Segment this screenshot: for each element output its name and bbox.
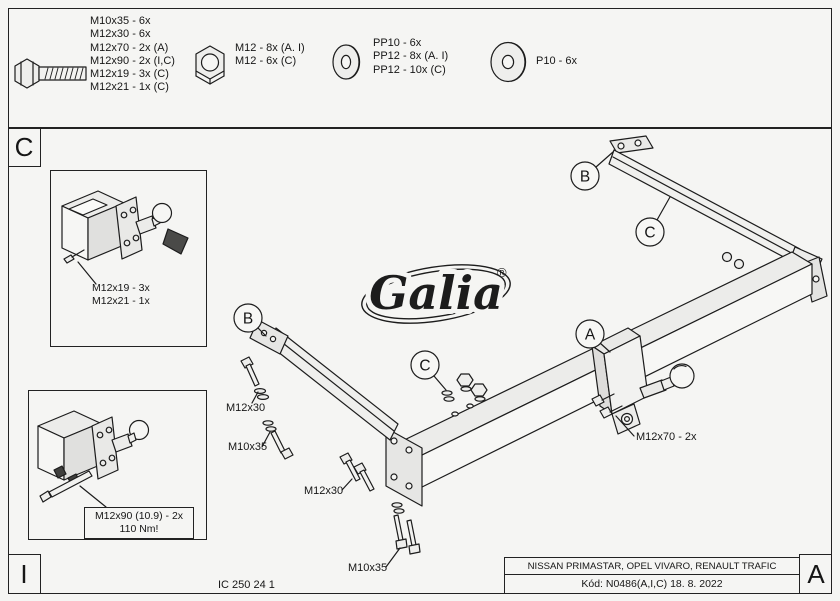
callout-b-left: B — [243, 311, 253, 328]
torque-label-line: M12x90 (10.9) - 2x — [94, 510, 184, 522]
drawing-number: IC 250 24 1 — [218, 579, 275, 591]
nut-icon — [195, 45, 225, 85]
left-end-plate — [385, 427, 423, 507]
torque-label-box: M12x90 (10.9) - 2x 110 Nm! — [84, 507, 194, 539]
washer-spec-line: PP10 - 6x — [373, 37, 422, 49]
detail-i-drawing — [37, 410, 150, 508]
section-letter-c: C — [14, 132, 34, 162]
bolt-specs: M10x35 - 6x M12x30 - 6x M12x70 - 2x (A) … — [90, 15, 175, 95]
bolt-spec-line: M10x35 - 6x — [90, 15, 151, 27]
callout-circles — [233, 151, 671, 391]
bolt-spec-line: M12x30 - 6x — [90, 28, 151, 41]
title-block: NISSAN PRIMASTAR, OPEL VIVARO, RENAULT T… — [504, 557, 799, 594]
section-label-a-box: A — [799, 554, 832, 594]
nut-spec-line: M12 - 6x (C) — [235, 55, 297, 68]
part-label-m12x70-right: M12x70 - 2x — [636, 431, 697, 443]
fastener-stack-left-2 — [262, 420, 294, 460]
nut-spec-line: M12 - 8x (A. I) — [235, 42, 305, 54]
torque-label-line: 110 Nm! — [119, 523, 159, 535]
vehicle-title: NISSAN PRIMASTAR, OPEL VIVARO, RENAULT T… — [505, 558, 799, 575]
fastener-stack-bottom-1 — [339, 452, 375, 492]
section-letter-a: A — [807, 559, 825, 589]
detail-c-drawing — [61, 190, 189, 285]
galia-logo-text: Galia — [369, 266, 503, 320]
detail-c-fastener-labels: M12x19 - 3x M12x21 - 1x — [92, 282, 150, 308]
bolt-spec-line: M12x70 - 2x (A) — [90, 41, 169, 54]
detail-i-box — [28, 390, 207, 540]
fastener-stack-mid — [441, 373, 488, 402]
part-label-m12x30-bottom: M12x30 — [304, 485, 344, 497]
upper-frame-member — [608, 135, 828, 303]
washer-spec-line: PP12 - 10x (C) — [373, 63, 446, 76]
detail-c-label-line: M12x19 - 3x — [92, 282, 150, 294]
callout-b-upper: B — [580, 169, 590, 186]
fastener-stack-left — [240, 356, 270, 401]
large-washer-specs: P10 - 6x — [536, 55, 577, 68]
washer-large-icon — [490, 41, 527, 83]
left-side-arm — [249, 319, 399, 441]
callout-c-mid: C — [419, 358, 430, 375]
section-label-i-box: I — [8, 554, 41, 594]
callout-c-upper: C — [644, 225, 655, 242]
detail-c-box — [50, 170, 207, 347]
washer-spec-line: PP12 - 8x (A. I) — [373, 50, 449, 63]
registered-mark-icon: ® — [497, 265, 507, 280]
section-letter-i: I — [20, 559, 28, 589]
detail-c-label-line: M12x21 - 1x — [92, 295, 150, 307]
main-assembly-drawing — [233, 135, 828, 568]
nut-specs: M12 - 8x (A. I) M12 - 6x (C) — [235, 42, 305, 69]
bolt-spec-line: M12x19 - 3x (C) — [90, 68, 169, 81]
small-washer-specs: PP10 - 6x PP12 - 8x (A. I) PP12 - 10x (C… — [373, 37, 448, 77]
washer-spec-line: P10 - 6x — [536, 55, 577, 67]
section-label-c-box: C — [8, 129, 41, 167]
part-label-m10x35-left: M10x35 — [228, 441, 268, 453]
ball-mount — [591, 327, 695, 435]
top-divider-line — [8, 127, 832, 129]
part-label-m10x35-bottom: M10x35 — [348, 562, 388, 574]
callout-a-right: A — [585, 327, 596, 344]
label-leaders — [251, 391, 635, 568]
galia-logo: Galia ® — [361, 261, 511, 325]
fastener-stack-bottom-2 — [391, 502, 421, 555]
bolt-spec-line: M12x90 - 2x (I,C) — [90, 54, 175, 67]
washer-small-icon — [332, 44, 361, 80]
part-label-m12x30-left: M12x30 — [226, 402, 266, 414]
bolt-icon — [14, 58, 87, 89]
code-date: Kód: N0486(A,I,C) 18. 8. 2022 — [581, 578, 723, 590]
bolt-spec-line: M12x21 - 1x (C) — [90, 81, 169, 94]
